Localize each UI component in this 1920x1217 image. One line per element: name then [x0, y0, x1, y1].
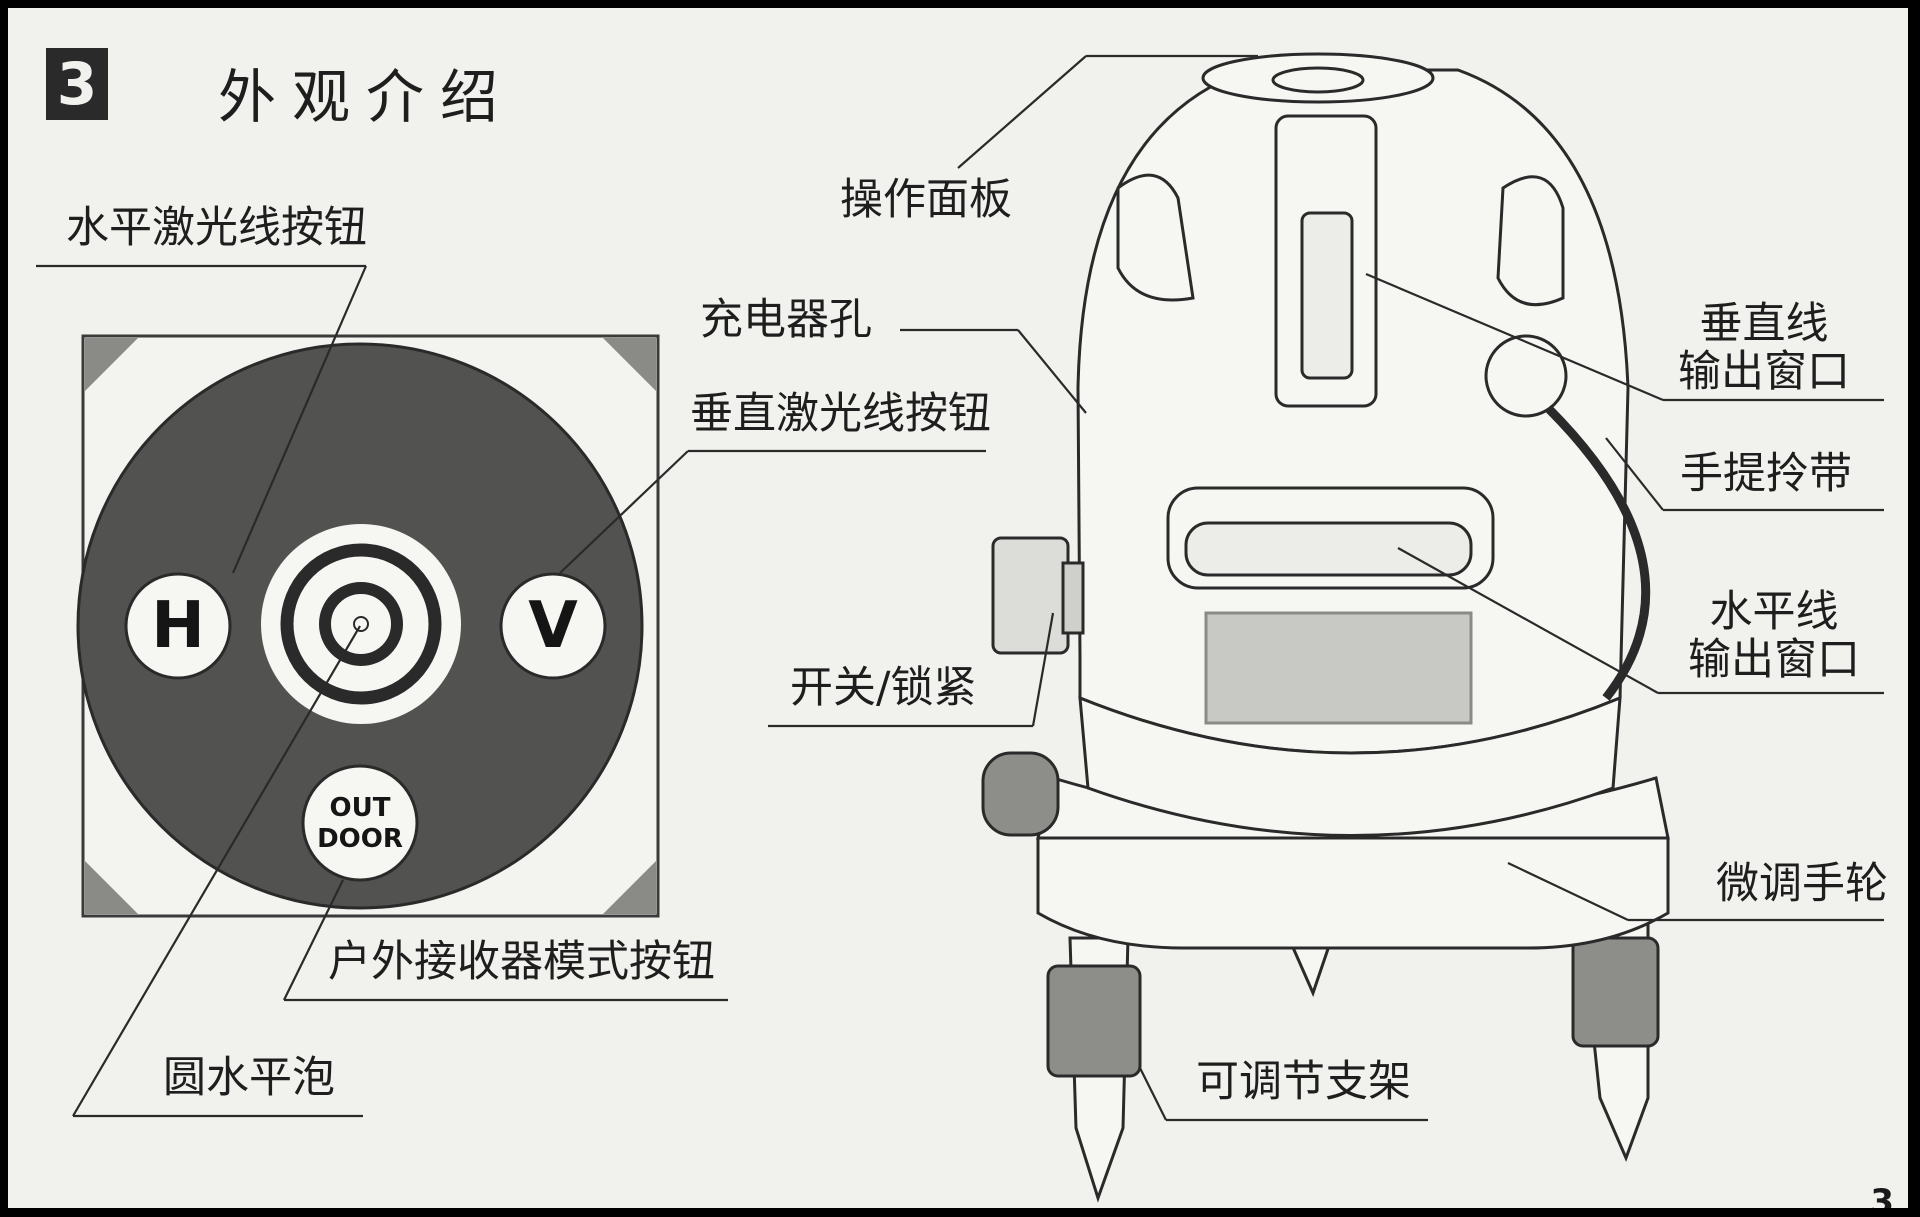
diagram-artwork: [36, 52, 1884, 1203]
label-tripod: 可调节支架: [1196, 1057, 1411, 1107]
panel-corner-br: [603, 861, 656, 914]
leader-operation-panel: [957, 55, 1087, 169]
bubble-ring-outer: [280, 543, 442, 705]
h-button[interactable]: [124, 572, 232, 680]
tripod-knurl-left: [1046, 964, 1142, 1078]
carry-strap: [1544, 404, 1651, 701]
label-vertical-window-line1: 垂直线: [1699, 299, 1829, 349]
bubble-ring-inner: [319, 582, 403, 666]
label-horizontal-button: 水平激光线按钮: [66, 203, 367, 253]
label-vertical-window: 垂直线 输出窗口: [1678, 300, 1850, 396]
right-leaders: [768, 54, 1884, 1122]
leader-fine-wheel: [1507, 862, 1629, 921]
h-button-label: H: [151, 589, 205, 663]
outdoor-label-line1: OUT: [329, 793, 391, 823]
label-horizontal-window-line1: 水平线: [1709, 587, 1839, 637]
switch-lock: [991, 536, 1070, 655]
label-horizontal-window-line2: 输出窗口: [1688, 635, 1860, 686]
strap-ring: [1484, 334, 1568, 418]
panel-corner-tl: [85, 338, 138, 391]
side-window-left: [1116, 173, 1195, 302]
left-leaders: [36, 264, 986, 1118]
operation-panel-button: [1271, 66, 1365, 94]
manual-page: 3 外观介绍 H V OUT DOOR 水平激光线按钮 垂直激光线按钮 户外接收…: [8, 8, 1908, 1208]
switch-lock-knob: [1061, 561, 1085, 635]
leader-vertical-window: [1365, 272, 1664, 402]
label-switch-lock: 开关/锁紧: [790, 663, 977, 713]
device-base: [1036, 836, 1670, 950]
fine-adjust-wheel: [981, 751, 1060, 837]
side-window-right: [1496, 175, 1565, 307]
label-outdoor-button: 户外接收器模式按钮: [328, 937, 715, 987]
panel-corner-tr: [603, 338, 656, 391]
vertical-window-frame: [1274, 114, 1378, 408]
leader-charger: [1017, 329, 1087, 414]
bubble-center: [353, 616, 369, 632]
leader-tripod: [1139, 1067, 1167, 1121]
label-operation-panel: 操作面板: [840, 175, 1012, 225]
horizontal-window-frame: [1166, 486, 1495, 590]
v-button-label: V: [528, 589, 578, 663]
tripod-knurl-right: [1571, 936, 1660, 1048]
leader-v: [559, 450, 689, 574]
panel-corner-bl: [85, 861, 138, 914]
leader-horizontal-window: [1397, 547, 1659, 694]
label-vertical-button: 垂直激光线按钮: [690, 389, 991, 439]
leader-h: [231, 265, 368, 574]
section-title: 外观介绍: [218, 63, 515, 131]
page-number: 3: [1870, 1182, 1894, 1208]
operation-panel-top: [1201, 52, 1435, 104]
leader-bubble: [72, 625, 361, 1117]
outdoor-button[interactable]: [301, 764, 419, 882]
label-bubble: 圆水平泡: [163, 1053, 335, 1103]
leader-strap: [1605, 437, 1664, 511]
label-horizontal-window: 水平线 输出窗口: [1688, 588, 1860, 684]
leader-outdoor: [283, 879, 344, 1001]
outdoor-label-line2: DOOR: [317, 824, 403, 854]
laser-level-device: [981, 52, 1670, 1203]
section-number: 3: [46, 48, 108, 120]
vertical-line-window: [1300, 211, 1354, 380]
horizontal-line-window: [1184, 521, 1473, 577]
tripod-leg-rear: [1288, 941, 1333, 998]
v-button[interactable]: [499, 572, 607, 680]
outdoor-button-label: OUT DOOR: [308, 793, 412, 855]
label-vertical-window-line2: 输出窗口: [1678, 347, 1850, 398]
label-charger-port: 充电器孔: [700, 295, 872, 345]
label-plate: [1204, 611, 1473, 725]
label-strap: 手提拎带: [1680, 449, 1852, 499]
label-fine-wheel: 微调手轮: [1716, 859, 1888, 909]
leader-switch: [1031, 612, 1055, 727]
device-skirt: [1078, 695, 1622, 837]
